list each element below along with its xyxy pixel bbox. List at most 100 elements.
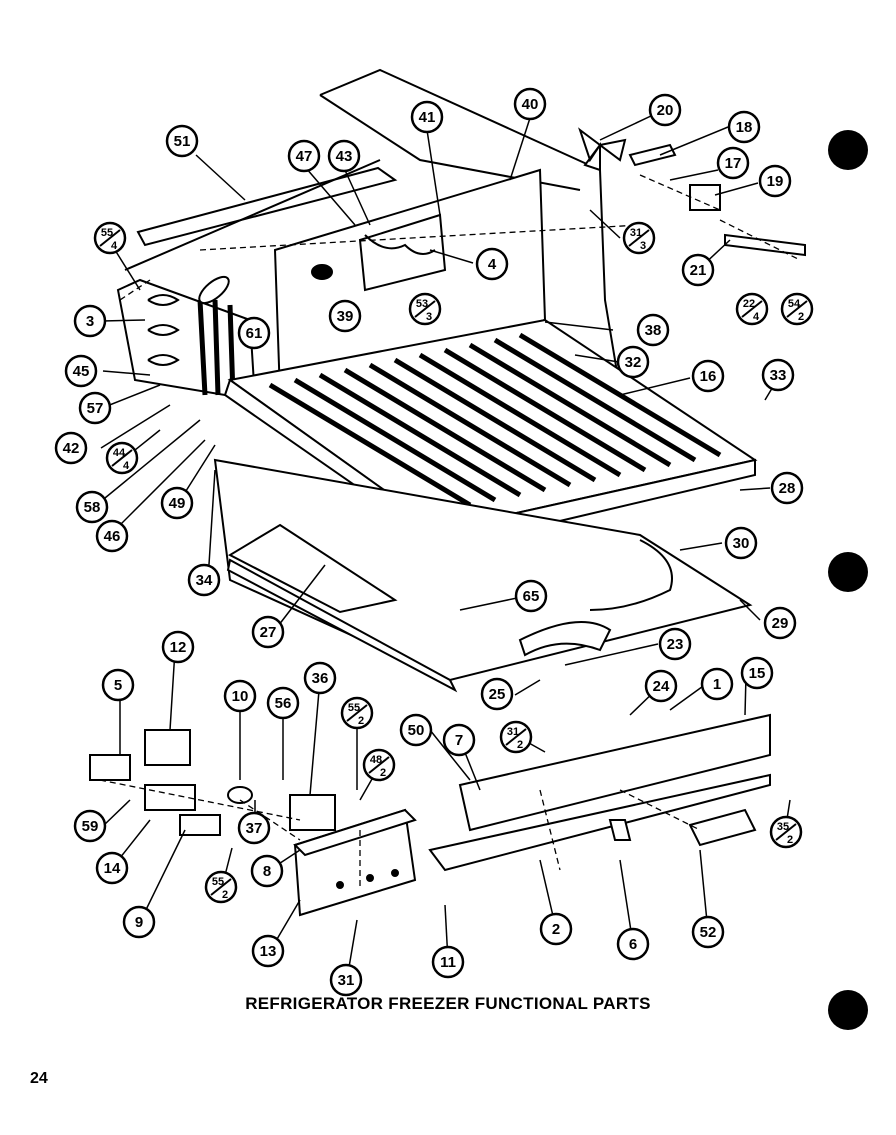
callout-circle — [539, 912, 573, 946]
callout-circle — [75, 490, 109, 524]
callout-number: 32 — [625, 354, 642, 371]
callout-number: 42 — [63, 440, 80, 457]
callout-number: 20 — [657, 102, 674, 119]
callout-number: 44 — [113, 447, 126, 459]
callout-circle — [95, 851, 129, 885]
callout-number: 35 — [777, 821, 789, 833]
callout-59: 59 — [73, 809, 107, 843]
callout-circle — [616, 345, 650, 379]
callout-circle — [327, 139, 361, 173]
callout-circle — [475, 247, 509, 281]
callout-number: 59 — [82, 818, 99, 835]
page-number: 24 — [30, 1070, 48, 1087]
callout-number: 3 — [86, 313, 94, 330]
callout-circle — [328, 299, 362, 333]
callout-6: 6 — [616, 927, 650, 961]
callout-quantity: 3 — [640, 240, 646, 252]
callout-31-2: 312 — [499, 720, 533, 754]
callout-circle — [160, 486, 194, 520]
callout-circle — [700, 667, 734, 701]
callout-13: 13 — [251, 934, 285, 968]
callout-65: 65 — [514, 579, 548, 613]
callout-circle — [329, 963, 363, 997]
callout-circle — [770, 471, 804, 505]
callout-circle — [442, 723, 476, 757]
callout-number: 45 — [73, 363, 90, 380]
diagram-title: REFRIGERATOR FREEZER FUNCTIONAL PARTS — [245, 994, 651, 1013]
assembly-lines — [99, 174, 801, 890]
callout-circle — [73, 304, 107, 338]
callout-46: 46 — [95, 519, 129, 553]
callout-circle — [691, 915, 725, 949]
callout-44-4: 444 — [105, 441, 139, 475]
callout-circle — [658, 627, 692, 661]
callout-circle — [303, 661, 337, 695]
callout-4: 4 — [475, 247, 509, 281]
callout-number: 13 — [260, 943, 277, 960]
callout-circle — [681, 253, 715, 287]
callout-30: 30 — [724, 526, 758, 560]
callout-number: 46 — [104, 528, 121, 545]
callout-number: 54 — [788, 298, 801, 310]
callout-number: 1 — [713, 676, 721, 693]
callout-number: 2 — [552, 921, 560, 938]
callout-51: 51 — [165, 124, 199, 158]
callout-50: 50 — [399, 713, 433, 747]
callout-number: 6 — [629, 936, 637, 953]
callout-27: 27 — [251, 615, 285, 649]
callout-quantity: 3 — [426, 311, 432, 323]
callout-14: 14 — [95, 851, 129, 885]
callout-40: 40 — [513, 87, 547, 121]
callout-circle — [187, 563, 221, 597]
callout-45: 45 — [64, 354, 98, 388]
callout-57: 57 — [78, 391, 112, 425]
callout-circle — [616, 927, 650, 961]
callout-17: 17 — [716, 146, 750, 180]
callout-number: 28 — [779, 480, 796, 497]
fraction-bar — [786, 300, 808, 318]
callout-circle — [101, 668, 135, 702]
callout-circle — [64, 354, 98, 388]
callout-25: 25 — [480, 677, 514, 711]
callout-circle — [73, 809, 107, 843]
callout-2: 2 — [539, 912, 573, 946]
callout-10: 10 — [223, 679, 257, 713]
callout-circle — [399, 713, 433, 747]
callout-circle — [513, 87, 547, 121]
callout-52: 52 — [691, 915, 725, 949]
callout-35-2: 352 — [769, 815, 803, 849]
callout-number: 22 — [743, 298, 755, 310]
callout-24: 24 — [644, 669, 678, 703]
callout-number: 12 — [170, 639, 187, 656]
fraction-bar — [111, 449, 133, 467]
callout-number: 27 — [260, 624, 277, 641]
callout-number: 38 — [645, 322, 662, 339]
callout-number: 41 — [419, 109, 436, 126]
callout-8: 8 — [250, 854, 284, 888]
control-box — [293, 808, 417, 917]
callout-number: 49 — [169, 495, 186, 512]
callout-number: 55 — [212, 876, 224, 888]
callout-37: 37 — [237, 811, 271, 845]
callout-circle — [78, 391, 112, 425]
callout-number: 7 — [455, 732, 463, 749]
fraction-bar — [99, 229, 121, 247]
callout-16: 16 — [691, 359, 725, 393]
callout-number: 55 — [101, 227, 113, 239]
callout-55-2: 552 — [340, 696, 374, 730]
callout-56: 56 — [266, 686, 300, 720]
callout-number: 21 — [690, 262, 707, 279]
callout-circle — [122, 905, 156, 939]
callout-32: 32 — [616, 345, 650, 379]
callout-number: 47 — [296, 148, 313, 165]
callout-number: 33 — [770, 367, 787, 384]
callout-58: 58 — [75, 490, 109, 524]
callout-31-3: 313 — [622, 221, 656, 255]
callout-number: 51 — [174, 133, 191, 150]
callout-9: 9 — [122, 905, 156, 939]
callout-circle — [287, 139, 321, 173]
callout-number: 5 — [114, 677, 122, 694]
callout-circle — [724, 526, 758, 560]
